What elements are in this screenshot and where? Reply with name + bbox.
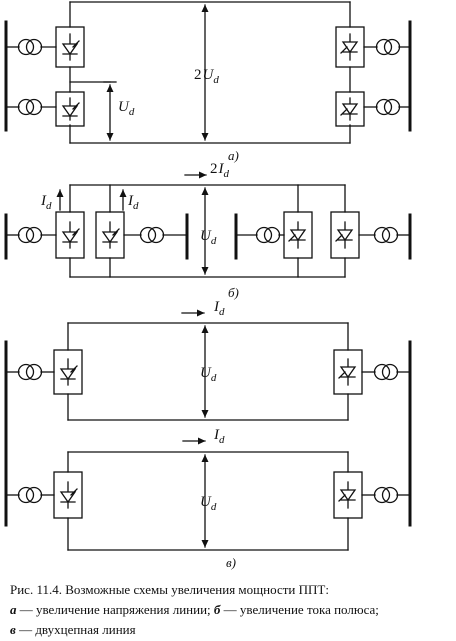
caption-item-c-text: — двухцепная линия (15, 622, 136, 637)
panel-b-converters (55, 211, 360, 259)
caption-item-a-text: — увеличение напряжения линии; (16, 602, 214, 617)
circuit1-current-label: Id (213, 299, 225, 318)
current-right-label: Id (127, 193, 139, 212)
voltage-pole-label: Ud (118, 99, 135, 118)
panel-b-caption: б) (228, 285, 239, 300)
panel-c-converters (53, 349, 363, 519)
caption-item-c-letter: в (10, 622, 16, 637)
panel-c-arrows (181, 309, 209, 548)
figure-caption: Рис. 11.4. Возможные схемы увеличения мо… (10, 580, 450, 640)
panel-a-transformers (17, 38, 401, 116)
panel-c-circuit-1 (5, 322, 411, 421)
panel-c-labels: Id Ud Id Ud в) (200, 299, 236, 570)
circuit2-current-label: Id (213, 427, 225, 446)
panel-a-labels: 2Ud Ud а) (118, 67, 239, 163)
voltage-label-b: Ud (200, 228, 217, 247)
current-left-label: Id (40, 193, 52, 212)
panel-c-circuit-2 (5, 451, 411, 551)
panel-c-transformers (17, 363, 399, 504)
panel-b-labels: 2Id Id Id Ud б) (40, 161, 239, 300)
caption-items-line: а — увеличение напряжения линии; б — уве… (10, 600, 450, 620)
caption-item-b-text: — увеличение тока полюса; (220, 602, 379, 617)
voltage-total-label: 2Ud (194, 67, 219, 86)
panel-a-converters (55, 26, 365, 127)
circuit1-voltage-label: Ud (200, 365, 217, 384)
panel-c-buses (4, 340, 412, 527)
panel-b-transformers (17, 226, 399, 244)
panel-c-caption: в) (226, 555, 236, 570)
panel-a-caption: а) (228, 148, 239, 163)
caption-item-c-line: в — двухцепная линия (10, 620, 450, 640)
current-total-label: 2Id (210, 161, 230, 180)
caption-title: Рис. 11.4. Возможные схемы увеличения мо… (10, 582, 329, 597)
panel-b-arrows (56, 171, 209, 275)
panel-a-circuit (4, 1, 412, 144)
hvdc-power-increase-diagram: 2Ud Ud а) 2Id Id Id Ud б) Id Ud Id (4, 1, 412, 570)
panel-b-circuit (4, 184, 412, 278)
panel-a-measure-arrows (103, 4, 209, 141)
circuit2-voltage-label: Ud (200, 494, 217, 513)
caption-item-b-letter: б (213, 602, 221, 617)
caption-item-a-letter: а (10, 602, 17, 617)
